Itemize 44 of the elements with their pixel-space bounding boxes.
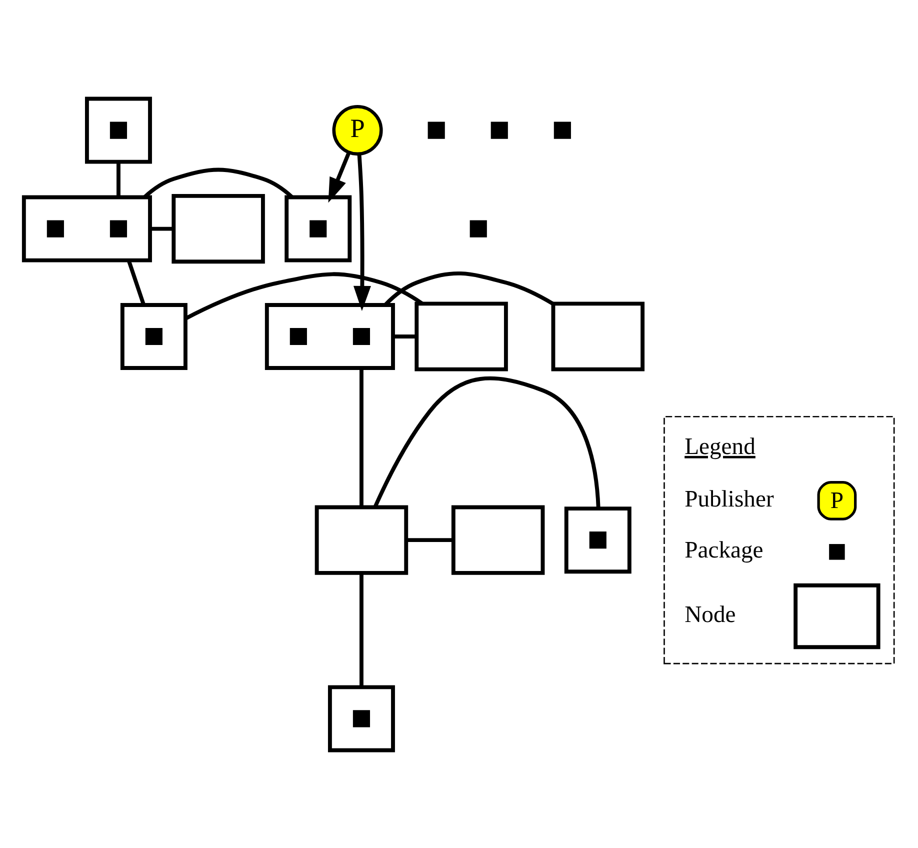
node-square	[310, 220, 327, 237]
node-box	[414, 301, 508, 371]
cluster	[85, 96, 152, 164]
connector	[143, 167, 294, 198]
node-square	[554, 121, 571, 138]
node-square	[46, 220, 64, 237]
label: Legend	[684, 433, 756, 460]
connector	[384, 271, 554, 306]
arrow	[353, 154, 371, 310]
cluster	[120, 302, 188, 370]
node-square	[428, 121, 445, 138]
connector	[406, 538, 454, 542]
connector	[116, 161, 120, 197]
node-box	[551, 301, 645, 371]
legend-label: Node	[684, 602, 736, 628]
cluster	[22, 194, 152, 262]
node-square	[352, 327, 370, 345]
arrow	[328, 151, 351, 202]
cluster	[264, 302, 395, 370]
node-square	[145, 327, 162, 345]
cluster	[328, 684, 395, 752]
cluster	[284, 194, 352, 262]
node-box	[451, 504, 545, 574]
node-square	[110, 220, 128, 237]
connector	[360, 368, 364, 506]
connector	[184, 272, 424, 320]
node-box	[314, 504, 408, 574]
legend-label: Publisher	[684, 486, 774, 512]
node-square	[470, 220, 487, 237]
legend-label: Package	[684, 537, 764, 564]
node-square	[352, 710, 370, 727]
node-square	[490, 121, 508, 138]
connector	[393, 334, 417, 338]
connector	[373, 376, 600, 508]
node-circle: P	[332, 104, 383, 156]
cluster	[564, 506, 632, 574]
label: P	[830, 487, 844, 514]
node-square	[290, 327, 307, 345]
node-square	[589, 531, 606, 548]
connector	[360, 572, 364, 687]
connector	[126, 259, 146, 306]
node-square	[110, 121, 128, 138]
node-box	[172, 194, 265, 264]
connector	[150, 226, 174, 230]
